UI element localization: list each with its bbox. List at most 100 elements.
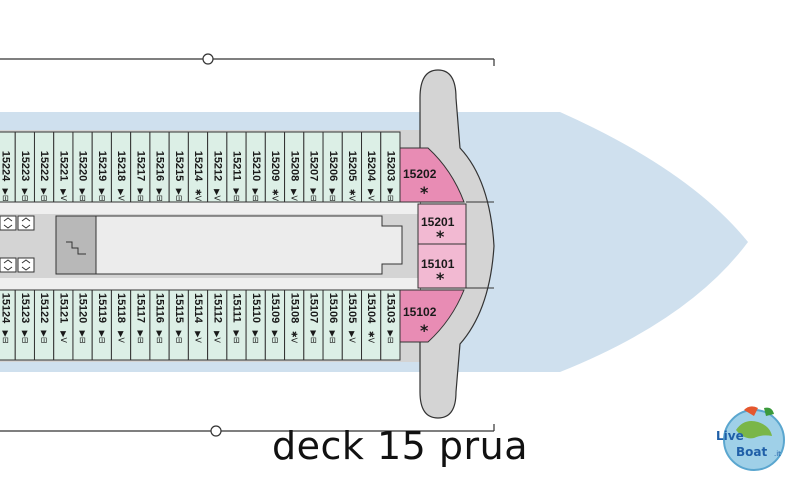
- lower-cabin-row: 15124▶⊟15123▶⊟15122▶⊟15121▶V15120▶⊟15119…: [0, 289, 401, 361]
- cabin-number: 15123: [19, 293, 31, 324]
- cabin[interactable]: 15112▶V: [207, 289, 228, 361]
- cabin-amenity-symbols: ▶V: [367, 189, 376, 201]
- cabin-number: 15105: [346, 293, 358, 324]
- cabin[interactable]: 15115▶⊟: [168, 289, 189, 361]
- cabin[interactable]: 15119 ▶⊟: [91, 289, 112, 361]
- cabin-number: 15111: [231, 293, 243, 322]
- cabin[interactable]: 15214✱V: [187, 131, 209, 203]
- cabin-amenity-symbols: ▶⊟: [20, 331, 29, 344]
- cabin-amenity-symbols: ▶⊟: [309, 189, 318, 202]
- cabin-amenity-symbols: ▶⊟: [78, 189, 87, 202]
- cabin-amenity-symbols: ▶⊟: [251, 331, 260, 344]
- cabin[interactable]: 15111 ▶⊟: [226, 289, 247, 361]
- cabin-amenity-symbols: ▶⊟: [174, 189, 183, 202]
- cabin[interactable]: 15124▶⊟: [0, 289, 16, 361]
- cabin[interactable]: 15209✱V: [264, 131, 286, 203]
- cabin[interactable]: 15221▶V: [53, 131, 74, 203]
- suite-number: 15101: [421, 257, 455, 271]
- cabin[interactable]: 15116▶⊟: [149, 289, 170, 361]
- suite-mark: *: [436, 269, 445, 288]
- cabin[interactable]: 15207 ▶⊟: [303, 131, 324, 203]
- cabin-amenity-symbols: ▶⊟: [20, 189, 29, 202]
- cabin[interactable]: 15108✱V: [284, 289, 305, 361]
- cabin-amenity-symbols: ▶V: [290, 189, 299, 201]
- cabin-amenity-symbols: ▶V: [213, 189, 222, 201]
- cabin-number: 15124: [0, 293, 12, 324]
- cabin-number: 15119: [96, 293, 108, 323]
- suite-15102[interactable]: [399, 289, 465, 343]
- cabin[interactable]: 15217▶⊟: [130, 131, 151, 203]
- cabin-amenity-symbols: ▶⊟: [136, 189, 145, 202]
- suite-mark: *: [420, 321, 429, 340]
- cabin[interactable]: 15203▶⊟: [380, 131, 401, 203]
- cabin[interactable]: 15222▶⊟: [33, 131, 55, 203]
- cabin[interactable]: 15205 ✱V: [341, 131, 363, 203]
- cabin-number: 15106: [327, 293, 339, 324]
- cabin[interactable]: 15106▶⊟: [322, 289, 343, 361]
- cabin-number: 15216: [154, 151, 166, 182]
- cabin[interactable]: 15211▶⊟: [226, 131, 247, 203]
- cabin-number: 15224: [0, 151, 12, 182]
- cabin-amenity-symbols: ▶⊟: [1, 189, 10, 202]
- cabin-number: 15219: [96, 151, 108, 182]
- cabin-amenity-symbols: ▶⊟: [40, 331, 49, 344]
- suite-15201[interactable]: [417, 203, 467, 245]
- cabin-number: 15218: [115, 151, 127, 182]
- cabin[interactable]: 15206 ▶⊟: [322, 131, 343, 203]
- cabin[interactable]: 15109▶⊟: [264, 289, 286, 361]
- cabin[interactable]: 15120 ▶⊟: [72, 289, 93, 361]
- cabin[interactable]: 15118▶V: [110, 289, 132, 361]
- cabin-amenity-symbols: ✱V: [290, 331, 299, 344]
- cabin[interactable]: 15103▶⊟: [380, 289, 401, 361]
- cabin[interactable]: 15117▶⊟: [130, 289, 151, 361]
- cabin-amenity-symbols: ▶V: [194, 331, 203, 343]
- cabin[interactable]: 15104✱V: [361, 289, 382, 361]
- cabin-number: 15207: [308, 151, 320, 182]
- cabin[interactable]: 15219▶⊟: [91, 131, 112, 203]
- logo-suffix: .it: [774, 450, 781, 458]
- cabin-amenity-symbols: ✱V: [347, 189, 356, 202]
- cabin[interactable]: 15121▶V: [53, 289, 74, 361]
- cabin-amenity-symbols: ▶V: [213, 331, 222, 343]
- cabin[interactable]: 15220▶⊟: [72, 131, 93, 203]
- cabin-number: 15115: [173, 293, 185, 323]
- cabin-amenity-symbols: ▶⊟: [97, 331, 106, 344]
- cabin-number: 15210: [250, 151, 262, 182]
- cabin[interactable]: 15107▶⊟: [303, 289, 324, 361]
- cabin-number: 15212: [211, 151, 223, 182]
- cabin[interactable]: 15114 ▶V: [187, 289, 209, 361]
- cabin-amenity-symbols: ▶⊟: [328, 189, 337, 202]
- cabin[interactable]: 15105▶V: [341, 289, 363, 361]
- cabin[interactable]: 15212 ▶V: [207, 131, 228, 203]
- logo-word-live: Live: [716, 429, 744, 443]
- cabin[interactable]: 15122▶⊟: [33, 289, 55, 361]
- cabin[interactable]: 15110▶⊟: [245, 289, 266, 361]
- cabin-amenity-symbols: ✱V: [367, 331, 376, 344]
- cabin-amenity-symbols: ▶⊟: [78, 331, 87, 344]
- deck-title: deck 15 prua: [272, 424, 529, 468]
- cabin-number: 15120: [77, 293, 89, 324]
- cabin-number: 15205: [346, 151, 358, 182]
- cabin[interactable]: 15210▶⊟: [245, 131, 266, 203]
- cabin-amenity-symbols: ▶⊟: [40, 189, 49, 202]
- cabin[interactable]: 15204▶V: [361, 131, 382, 203]
- cabin[interactable]: 15123 ▶⊟: [14, 289, 35, 361]
- cabin[interactable]: 15224 ▶⊟: [0, 131, 16, 203]
- cabin-amenity-symbols: ▶⊟: [136, 331, 145, 344]
- cabin[interactable]: 15208 ▶V: [284, 131, 305, 203]
- cabin-number: 15215: [173, 151, 185, 182]
- cabin[interactable]: 15218 ▶V: [110, 131, 132, 203]
- cabin-number: 15208: [288, 151, 300, 182]
- cabin-number: 15114: [192, 293, 204, 324]
- cabin[interactable]: 15223▶⊟: [14, 131, 35, 203]
- suite-15101[interactable]: [417, 243, 467, 289]
- cabin-amenity-symbols: ▶⊟: [155, 189, 164, 202]
- central-lobby: [95, 215, 403, 275]
- cabin-amenity-symbols: ▶⊟: [232, 331, 241, 344]
- cabin[interactable]: 15216 ▶⊟: [149, 131, 170, 203]
- cabin-amenity-symbols: ▶V: [117, 189, 126, 201]
- cabin-number: 15206: [327, 151, 339, 182]
- suite-15202[interactable]: [399, 147, 465, 203]
- cabin-number: 15116: [154, 293, 166, 323]
- cabin[interactable]: 15215 ▶⊟: [168, 131, 189, 203]
